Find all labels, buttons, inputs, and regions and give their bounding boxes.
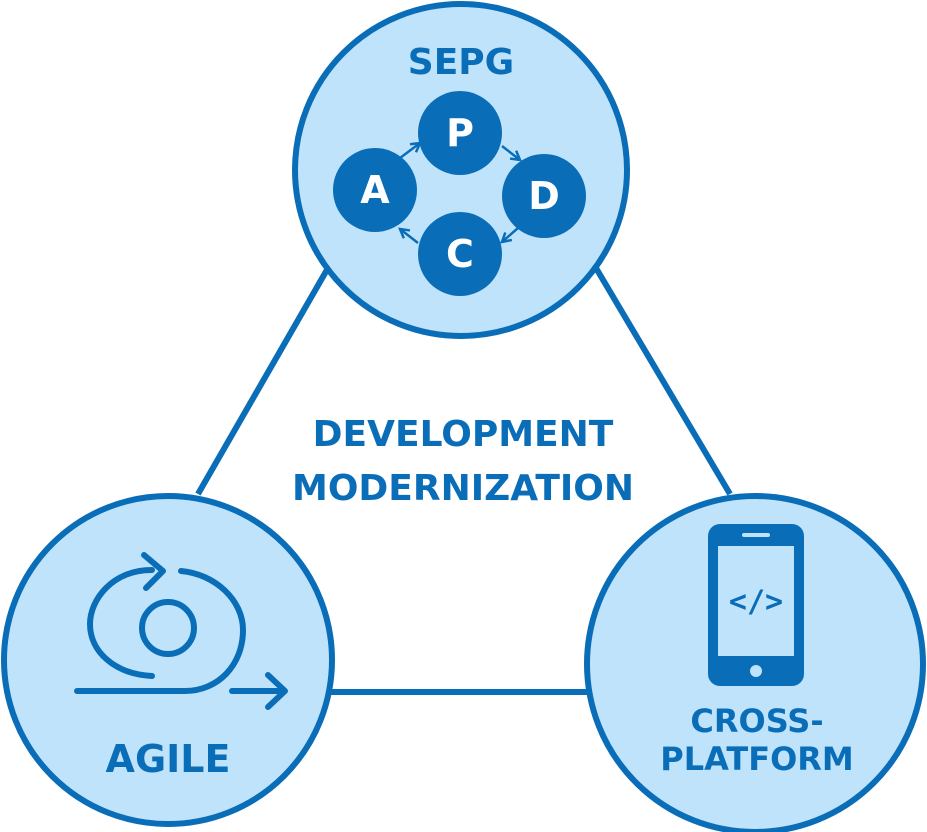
agile-loop-icon [74, 552, 288, 710]
pdca-d: D [528, 174, 560, 218]
pdca-c: C [446, 232, 474, 276]
node-sepg: SEPG P D C A [292, 1, 630, 339]
cross-platform-label-line2: PLATFORM [660, 740, 854, 778]
center-title-line1: DEVELOPMENT [313, 414, 614, 455]
node-agile: AGILE [1, 493, 335, 827]
agile-label: AGILE [106, 737, 231, 781]
pdca-cycle-icon: P D C A [333, 91, 586, 296]
pdca-p: P [446, 111, 474, 155]
sepg-label: SEPG [408, 42, 514, 83]
edge-right [593, 266, 733, 496]
node-cross-platform: </> CROSS- PLATFORM [584, 493, 926, 832]
center-title-line2: MODERNIZATION [292, 468, 634, 509]
code-glyph: </> [729, 585, 783, 620]
pdca-a: A [360, 168, 390, 212]
edge-left [195, 266, 331, 496]
triangle-edges [195, 266, 733, 695]
agile-circle [1, 493, 335, 827]
smartphone-code-icon: </> [708, 524, 804, 686]
cross-platform-label-line1: CROSS- [690, 702, 823, 740]
